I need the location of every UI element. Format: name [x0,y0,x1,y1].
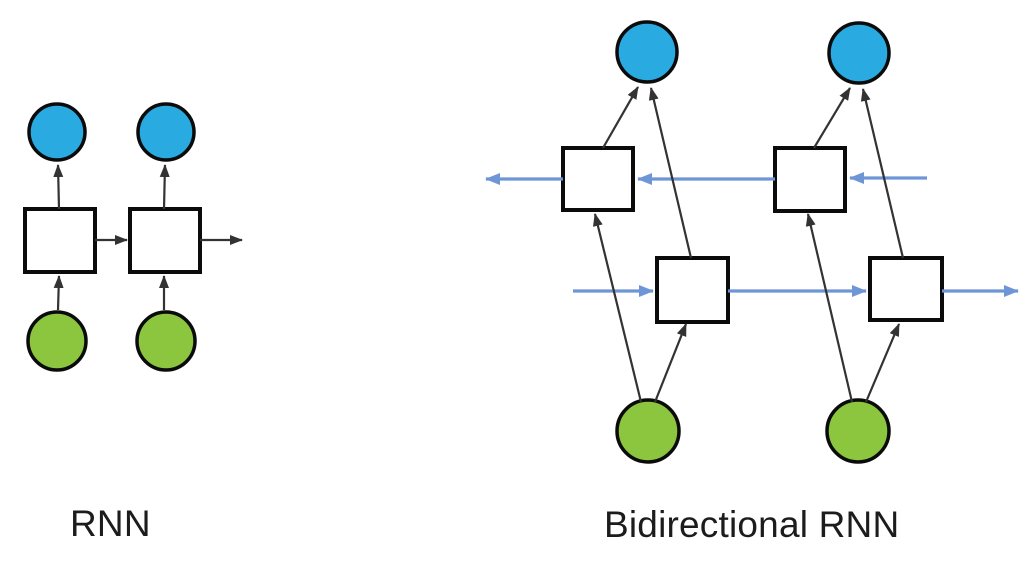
birnn-forward-square-2 [868,256,944,322]
birnn-backward2-to-output2-arrow [813,87,851,149]
birnn-input-circle-2 [825,398,891,464]
birnn-input2-to-forward2-arrow [864,323,901,403]
bidirectional-rnn-diagram [485,20,1019,464]
birnn-forward-square-1 [655,256,730,324]
rnn-input-circle-2 [135,310,197,372]
birnn-forward1-to-output1-arrow [648,87,693,259]
rnn-caption: RNN [70,503,151,544]
rnn-hidden1-to-output1-arrow [53,164,64,210]
rnn-output-circle-1 [27,102,87,162]
birnn-backward-square-1 [561,146,635,212]
rnn-hidden2-to-output2-arrow [159,164,170,210]
birnn-input1-to-backward1-arrow [592,213,643,403]
birnn-forward2-to-output2-arrow [860,88,905,259]
rnn-hidden-square-2 [128,207,202,274]
birnn-output-circle-1 [615,20,679,84]
rnn-hidden-square-1 [23,207,97,274]
birnn-backward1-to-output1-arrow [602,86,639,149]
rnn-output-circle-2 [136,102,196,162]
birnn-backward-square-2 [773,146,847,213]
birnn-input-circle-1 [615,398,681,464]
rnn-input1-to-hidden1-arrow [53,275,64,311]
bidirectional-rnn-caption: Bidirectional RNN [604,504,900,545]
birnn-input2-to-backward2-arrow [805,213,854,403]
birnn-input1-to-forward1-arrow [653,323,688,403]
rnn-diagram [23,102,243,372]
birnn-output-circle-2 [827,21,891,85]
rnn-input-circle-1 [26,310,88,372]
